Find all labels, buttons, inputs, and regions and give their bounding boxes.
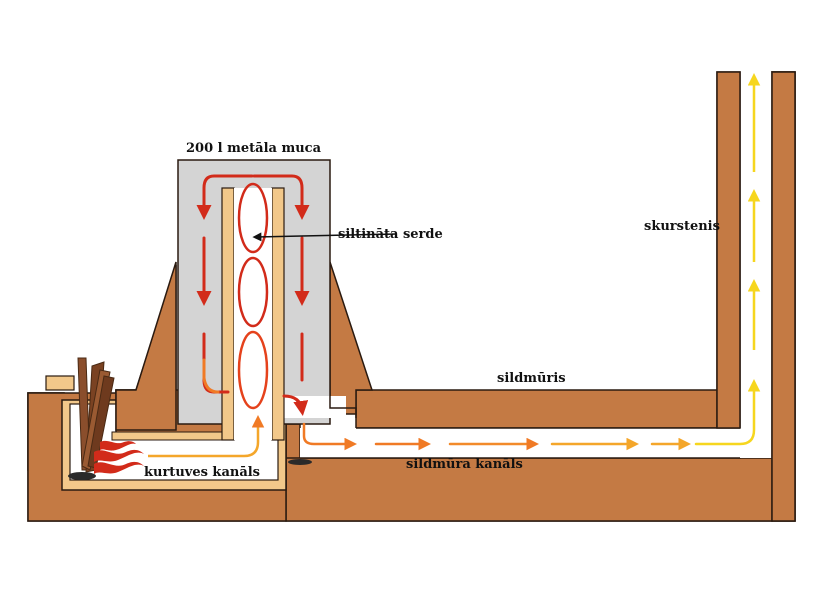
firebox-flow-arrow [148, 415, 265, 458]
firewood-icon [77, 357, 115, 473]
label-barrel: 200 l metāla muca [186, 141, 322, 156]
flame-icon [94, 440, 144, 474]
bench-slab [355, 389, 718, 429]
barrel-exit-arrows [202, 358, 309, 416]
label-bench-channel: sildmūra kanāls [406, 457, 523, 472]
ash-pile-firebox [68, 472, 96, 480]
ash-pile-bench [288, 459, 312, 465]
barrel-top-right-arrow [252, 174, 310, 220]
chimney-left [716, 71, 741, 429]
barrel-top-left-arrow [196, 174, 254, 220]
riser-loop-2 [237, 256, 269, 328]
riser-loop-1 [237, 182, 269, 254]
heat-riser [221, 187, 285, 441]
barrel-exit [282, 396, 346, 418]
riser-flow [237, 182, 269, 410]
barrel-support-left-slope [115, 261, 177, 431]
riser-insulation-right [271, 187, 285, 441]
bench-arrow-6 [694, 379, 761, 446]
riser-loop-3 [237, 330, 269, 410]
bench-arrow-down [302, 422, 357, 451]
barrel-exit-arrow [282, 394, 309, 416]
firebox-divider-lining [111, 431, 231, 441]
barrel-bottom-left-curve [202, 358, 220, 394]
riser-insulation-left [221, 187, 235, 441]
core-label-leader [252, 232, 397, 242]
label-firebox-channel: kurtuves kanāls [144, 465, 260, 480]
barrel-exit-step [329, 396, 357, 418]
label-chimney: skurstenis [644, 219, 720, 234]
label-bench: sildmūris [497, 371, 566, 386]
chimney-channel [740, 72, 772, 458]
feed-cap [45, 375, 75, 391]
bench-flow-arrows [302, 379, 761, 451]
chimney-right [771, 71, 796, 522]
label-core: siltināta serde [338, 227, 443, 242]
